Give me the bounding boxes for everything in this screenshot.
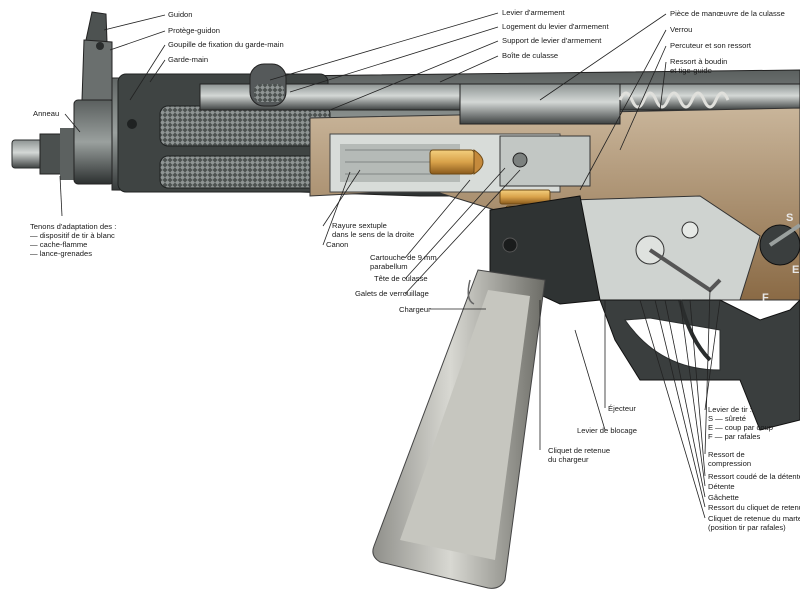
muzzle-assembly	[11, 11, 115, 185]
label-goupille: Goupille de fixation du garde-main	[168, 40, 284, 49]
label-levier-tir: Levier de tir : S — sûreté E — coup par …	[708, 405, 774, 441]
label-ressort-compression: Ressort de compression	[708, 450, 752, 468]
label-protege-guidon: Protège-guidon	[168, 26, 220, 35]
magazine	[372, 269, 546, 589]
selector-mark-e: E	[792, 264, 800, 276]
selector-mark-f: F	[762, 292, 769, 304]
selector-mark-s: S	[786, 212, 794, 224]
label-canon: Canon	[326, 240, 349, 249]
label-piece-manoeuvre: Pièce de manœuvre de la culasse	[670, 9, 785, 18]
label-cliquet-marteau: Cliquet de retenue du marteau (position …	[708, 514, 800, 532]
label-ejecteur: Éjecteur	[608, 404, 636, 413]
label-logement-levier: Logement du levier d'armement	[502, 22, 609, 31]
label-cliquet-chargeur: Cliquet de retenue du chargeur	[548, 446, 611, 464]
label-levier-blocage: Levier de blocage	[577, 426, 637, 435]
label-galets: Galets de verrouillage	[355, 289, 429, 298]
label-garde-main: Garde-main	[168, 55, 209, 64]
label-gachette: Gâchette	[708, 493, 739, 502]
label-ressort-boudin: Ressort à boudin et tige-guide	[670, 57, 728, 75]
leader-lines	[59, 12, 721, 519]
label-rayure: Rayure sextuple dans le sens de la droit…	[332, 221, 415, 239]
label-support-levier: Support de levier d'armement	[502, 36, 602, 45]
label-boite-culasse: Boîte de culasse	[502, 51, 559, 60]
label-verrou: Verrou	[670, 25, 693, 34]
label-tenons: Tenons d'adaptation des : — dispositif d…	[30, 222, 117, 258]
label-tete-culasse: Tête de culasse	[374, 274, 428, 283]
label-chargeur: Chargeur	[399, 305, 431, 314]
label-ressort-cliquet: Ressort du cliquet de retenue	[708, 503, 800, 512]
label-percuteur: Percuteur et son ressort	[670, 41, 752, 50]
label-anneau: Anneau	[33, 109, 60, 118]
label-detente: Détente	[708, 482, 735, 491]
label-levier-armement: Levier d'armement	[502, 8, 565, 17]
label-cartouche: Cartouche de 9 mm parabellum	[370, 253, 437, 271]
label-guidon: Guidon	[168, 10, 193, 19]
label-ressort-coude: Ressort coudé de la détente	[708, 472, 800, 481]
